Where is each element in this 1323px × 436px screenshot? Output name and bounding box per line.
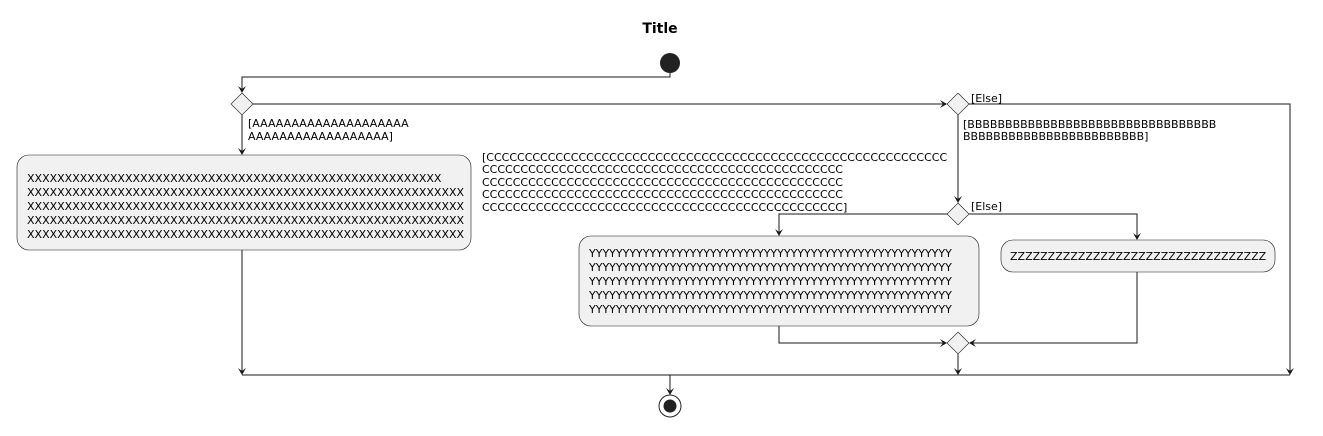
flow-edge: [969, 103, 1291, 374]
arrow-head: [954, 196, 962, 203]
arrow-head: [954, 368, 962, 375]
action-y-line: YYYYYYYYYYYYYYYYYYYYYYYYYYYYYYYYYYYYYYYY…: [588, 289, 952, 302]
merge-diamond: [946, 331, 970, 355]
guard-b-line: BBBBBBBBBBBBBBBBBBBBBBBB]: [963, 130, 1148, 143]
arrow-head: [969, 339, 976, 347]
action-y-line: YYYYYYYYYYYYYYYYYYYYYYYYYYYYYYYYYYYYYYYY…: [588, 247, 952, 260]
action-z-box: [1000, 239, 1276, 273]
action-y-line: YYYYYYYYYYYYYYYYYYYYYYYYYYYYYYYYYYYYYYYY…: [588, 303, 952, 316]
flow-edge: [241, 73, 671, 92]
arrow-head: [238, 148, 246, 155]
flow-edge: [778, 326, 946, 344]
arrow-head: [1133, 233, 1141, 240]
action-z-text: ZZZZZZZZZZZZZZZZZZZZZZZZZZZZZZZZZZ: [1010, 250, 1267, 263]
flow-edge: [778, 213, 947, 235]
decision-diamond-3: [946, 202, 970, 226]
arrow-head: [940, 100, 947, 108]
flow-edge: [970, 272, 1138, 344]
guard-c-line: CCCCCCCCCCCCCCCCCCCCCCCCCCCCCCCCCCCCCCCC…: [482, 201, 847, 214]
guard-c-line: CCCCCCCCCCCCCCCCCCCCCCCCCCCCCCCCCCCCCCCC…: [482, 176, 843, 189]
guard-c-line: CCCCCCCCCCCCCCCCCCCCCCCCCCCCCCCCCCCCCCCC…: [482, 163, 843, 176]
arrow-head: [238, 86, 246, 93]
diagram-title: Title: [642, 21, 677, 37]
arrow-head: [666, 388, 674, 395]
flow-edge: [969, 213, 1138, 239]
decision-diamond-1: [230, 92, 254, 116]
decision-diamond-2: [946, 92, 970, 116]
start-node: [660, 53, 680, 73]
action-x-line: XXXXXXXXXXXXXXXXXXXXXXXXXXXXXXXXXXXXXXXX…: [27, 200, 465, 213]
stop-node-inner: [663, 399, 677, 413]
arrow-head: [775, 229, 783, 236]
else-label: [Else]: [971, 200, 1002, 213]
action-x-line: XXXXXXXXXXXXXXXXXXXXXXXXXXXXXXXXXXXXXXXX…: [27, 228, 465, 241]
action-y-line: YYYYYYYYYYYYYYYYYYYYYYYYYYYYYYYYYYYYYYYY…: [588, 261, 952, 274]
arrow-head: [1286, 368, 1294, 375]
action-y-line: YYYYYYYYYYYYYYYYYYYYYYYYYYYYYYYYYYYYYYYY…: [588, 275, 952, 288]
guard-c-line: [CCCCCCCCCCCCCCCCCCCCCCCCCCCCCCCCCCCCCCC…: [482, 151, 947, 164]
guard-a-line: [AAAAAAAAAAAAAAAAAAAA: [248, 117, 409, 130]
arrow-head: [238, 368, 246, 375]
action-x-line: XXXXXXXXXXXXXXXXXXXXXXXXXXXXXXXXXXXXXXXX…: [27, 172, 442, 185]
action-x-box: [16, 154, 472, 251]
action-x-line: XXXXXXXXXXXXXXXXXXXXXXXXXXXXXXXXXXXXXXXX…: [27, 214, 465, 227]
arrow-head: [940, 339, 947, 347]
guard-a-line: AAAAAAAAAAAAAAAAAA]: [248, 130, 393, 143]
action-x-line: XXXXXXXXXXXXXXXXXXXXXXXXXXXXXXXXXXXXXXXX…: [27, 186, 465, 199]
guard-b-line: [BBBBBBBBBBBBBBBBBBBBBBBBBBBBBBBBB: [963, 118, 1216, 131]
guard-c-line: CCCCCCCCCCCCCCCCCCCCCCCCCCCCCCCCCCCCCCCC…: [482, 188, 843, 201]
else-label: [Else]: [971, 92, 1002, 105]
